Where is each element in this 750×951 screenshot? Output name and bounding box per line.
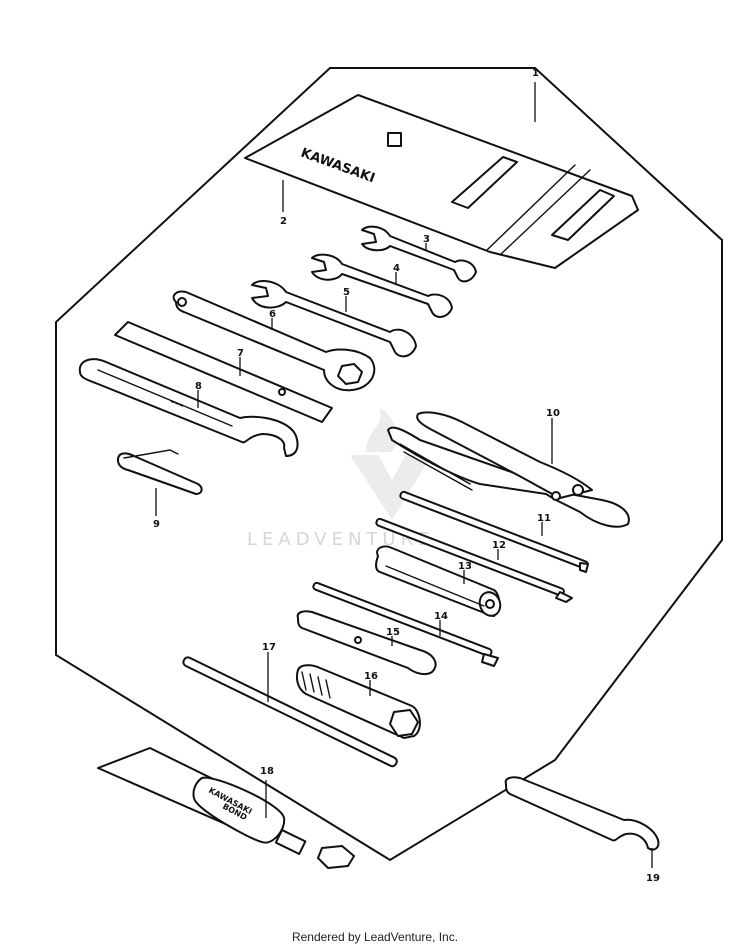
callout-1: 1 (532, 68, 539, 79)
ring-spanner-6 (172, 290, 376, 392)
tool-kit-diagram: LEADVENTURE KAWASAKI ▬▬▬ (55, 67, 723, 884)
callout-9: 9 (153, 519, 160, 530)
screwdriver-12 (375, 517, 573, 603)
callout-5: 5 (343, 287, 350, 298)
callout-7: 7 (237, 348, 244, 359)
tool-bag: KAWASAKI (244, 94, 639, 269)
screwdriver-11 (399, 490, 589, 573)
handle-13 (375, 545, 502, 617)
wrench-5 (251, 279, 417, 358)
callout-10: 10 (546, 408, 560, 419)
callout-12: 12 (492, 540, 506, 551)
watermark-text: LEADVENTURE (247, 529, 434, 550)
watermark: LEADVENTURE (247, 408, 434, 550)
callout-6: 6 (269, 309, 276, 320)
watermark-flame-icon (366, 408, 398, 452)
hook-spanner-19 (504, 776, 660, 851)
callout-8: 8 (195, 381, 202, 392)
flat-bar-7 (114, 321, 333, 423)
callout-11: 11 (537, 513, 551, 524)
callout-13: 13 (458, 561, 472, 572)
callout-17: 17 (262, 642, 276, 653)
footer-credit: Rendered by LeadVenture, Inc. (291, 930, 459, 944)
callouts: 1 2 3 4 5 6 7 8 9 10 11 12 13 14 15 16 1… (153, 68, 660, 884)
callout-3: 3 (423, 234, 430, 245)
watermark-logo-icon (350, 455, 432, 520)
rod-17 (182, 656, 398, 768)
plug-spanner-16 (296, 664, 421, 739)
callout-15: 15 (386, 627, 400, 638)
hex-key-9 (117, 449, 203, 495)
callout-19: 19 (646, 873, 660, 884)
callout-2: 2 (280, 216, 287, 227)
callout-18: 18 (260, 766, 274, 777)
bond-tube-18: KAWASAKI BOND (97, 747, 355, 869)
hook-spanner-8: ▬▬▬ (78, 358, 299, 457)
callout-4: 4 (393, 263, 400, 274)
flat-tool-15 (296, 610, 437, 676)
callout-14: 14 (434, 611, 448, 622)
pliers-10 (387, 411, 630, 528)
leader-lines (155, 82, 653, 868)
tool-14 (312, 581, 499, 667)
wrench-4 (311, 253, 453, 318)
hook-spanner-brand-mark: ▬▬▬ (169, 398, 185, 409)
callout-16: 16 (364, 671, 378, 682)
wrench-3 (361, 225, 477, 283)
diagram-outline (55, 67, 723, 862)
